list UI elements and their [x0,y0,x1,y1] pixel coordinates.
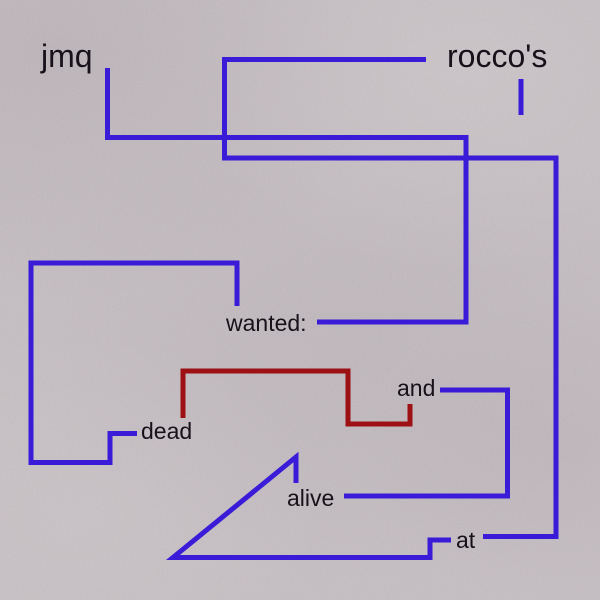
label-and: and [397,375,436,401]
connector-roccos-to-at [222,57,559,539]
connector-wanted-to-dead [28,260,240,465]
connector-jmq-to-wanted [105,68,469,325]
connector-alive-to-at [165,451,451,560]
label-dead: dead [141,418,193,444]
label-at: at [456,527,476,553]
label-wanted: wanted: [226,310,307,336]
label-alive: alive [287,485,335,511]
connector-dead-to-and [180,368,413,427]
connector-and-to-alive [344,387,510,499]
label-roccos: rocco's [447,38,548,74]
label-jmq: jmq [41,38,93,74]
